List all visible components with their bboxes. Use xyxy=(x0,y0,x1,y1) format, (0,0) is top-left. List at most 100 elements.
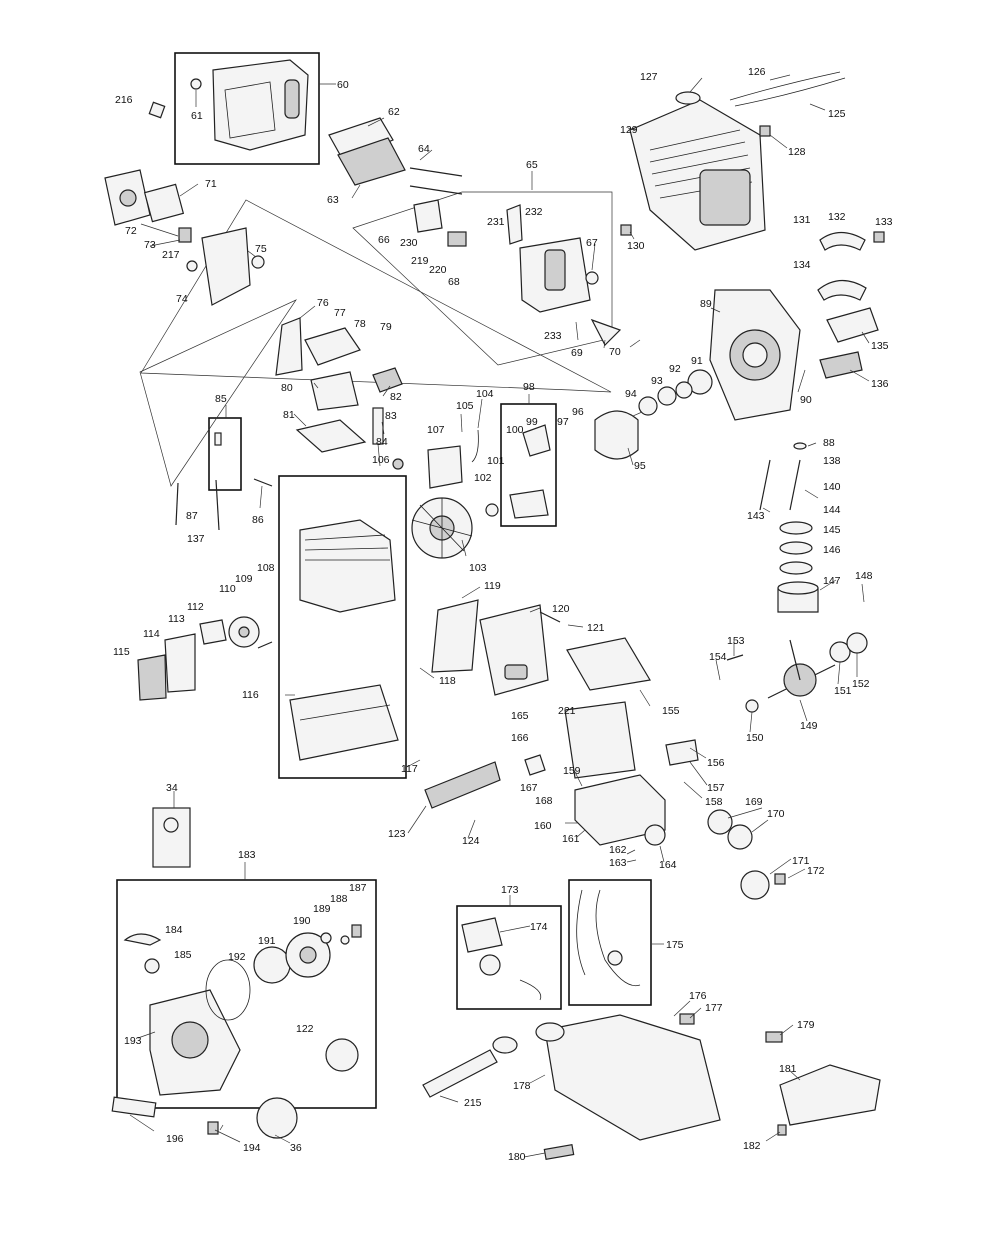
callout-labels: 216 60 61 62 63 64 65 127 126 125 128 12… xyxy=(113,66,893,1163)
callout-88: 88 xyxy=(823,437,835,449)
part-181 xyxy=(779,1064,881,1126)
part-190-pulley xyxy=(285,932,331,978)
callout-179: 179 xyxy=(797,1019,815,1031)
callout-147: 147 xyxy=(823,575,841,587)
part-216 xyxy=(148,101,166,119)
callout-91: 91 xyxy=(691,355,703,367)
callout-80: 80 xyxy=(281,382,293,394)
callout-137: 137 xyxy=(187,533,205,545)
callout-113: 113 xyxy=(168,613,185,625)
part-81 xyxy=(295,419,367,453)
callout-232: 232 xyxy=(525,206,543,218)
callout-161: 161 xyxy=(562,833,580,845)
callout-164: 164 xyxy=(659,859,677,871)
callout-173: 173 xyxy=(501,884,519,896)
callout-82: 82 xyxy=(390,391,402,403)
part-143 xyxy=(759,459,771,511)
callout-87: 87 xyxy=(186,510,198,522)
part-116-engine xyxy=(289,519,399,761)
part-119 xyxy=(431,599,479,673)
part-180 xyxy=(543,1143,575,1161)
callout-117: 117 xyxy=(401,763,418,775)
callout-194: 194 xyxy=(243,1142,261,1154)
part-146 xyxy=(779,561,813,575)
callout-172: 172 xyxy=(807,865,825,877)
callout-100: 100 xyxy=(506,424,524,436)
part-80 xyxy=(310,371,359,411)
callout-128: 128 xyxy=(788,146,806,158)
part-62 xyxy=(328,117,394,161)
part-182 xyxy=(777,1124,787,1136)
part-131 xyxy=(819,231,866,251)
callout-171: 171 xyxy=(792,855,810,867)
part-92 xyxy=(675,381,693,399)
part-110 xyxy=(199,619,227,645)
callout-73: 73 xyxy=(144,239,156,251)
callout-159: 159 xyxy=(563,765,581,777)
callout-71: 71 xyxy=(205,178,217,190)
callout-182: 182 xyxy=(743,1140,761,1152)
callout-107: 107 xyxy=(427,424,445,436)
part-166 xyxy=(524,754,546,776)
part-177 xyxy=(679,1013,695,1025)
callout-181: 181 xyxy=(779,1063,797,1075)
callout-162: 162 xyxy=(609,844,627,856)
frame-173 xyxy=(456,905,562,1010)
callout-175: 175 xyxy=(666,939,684,951)
callout-187: 187 xyxy=(349,882,367,894)
callout-68: 68 xyxy=(448,276,460,288)
part-220 xyxy=(447,231,467,247)
part-191 xyxy=(253,946,291,984)
part-95-drum xyxy=(594,410,639,460)
part-94 xyxy=(638,396,658,416)
callout-126: 126 xyxy=(748,66,766,78)
callout-66: 66 xyxy=(378,234,390,246)
callout-136: 136 xyxy=(871,378,889,390)
callout-116: 116 xyxy=(242,689,259,701)
callout-166: 166 xyxy=(511,732,529,744)
part-61 xyxy=(190,78,202,90)
callout-60: 60 xyxy=(337,79,349,91)
callout-190: 190 xyxy=(293,915,311,927)
part-102 xyxy=(485,503,499,517)
callout-123: 123 xyxy=(388,828,406,840)
part-140 xyxy=(789,459,801,511)
part-75 xyxy=(251,255,265,269)
callout-125: 125 xyxy=(828,108,846,120)
part-69 xyxy=(590,318,622,347)
part-93 xyxy=(657,386,677,406)
part-189 xyxy=(320,932,332,944)
frame-98 xyxy=(500,403,557,527)
part-128 xyxy=(759,125,771,137)
callout-110: 110 xyxy=(219,583,236,595)
frame-116 xyxy=(278,475,407,779)
callout-191: 191 xyxy=(258,935,276,947)
callout-106: 106 xyxy=(372,454,390,466)
callout-92: 92 xyxy=(669,363,681,375)
callout-124: 124 xyxy=(462,835,480,847)
part-109-gear xyxy=(228,616,260,648)
callout-193: 193 xyxy=(124,1035,142,1047)
part-126-wire xyxy=(729,71,841,101)
part-78 xyxy=(304,327,361,366)
callout-109: 109 xyxy=(235,573,253,585)
callout-36: 36 xyxy=(290,1142,302,1154)
callout-64: 64 xyxy=(418,143,430,155)
frame-175 xyxy=(568,879,652,1006)
callout-86: 86 xyxy=(252,514,264,526)
callout-85: 85 xyxy=(215,393,227,405)
callout-180: 180 xyxy=(508,1151,526,1163)
part-173-cap xyxy=(479,954,501,976)
part-149-crankshaft xyxy=(767,639,836,699)
callout-65: 65 xyxy=(526,159,538,171)
part-184 xyxy=(123,933,162,946)
callout-133: 133 xyxy=(875,216,893,228)
part-194 xyxy=(207,1121,219,1135)
callout-114: 114 xyxy=(143,628,160,640)
frame-85 xyxy=(208,417,242,491)
part-89-fan-housing xyxy=(709,289,801,421)
callout-78: 78 xyxy=(354,318,366,330)
callout-119: 119 xyxy=(484,580,501,592)
part-134 xyxy=(817,279,867,301)
callout-94: 94 xyxy=(625,388,637,400)
